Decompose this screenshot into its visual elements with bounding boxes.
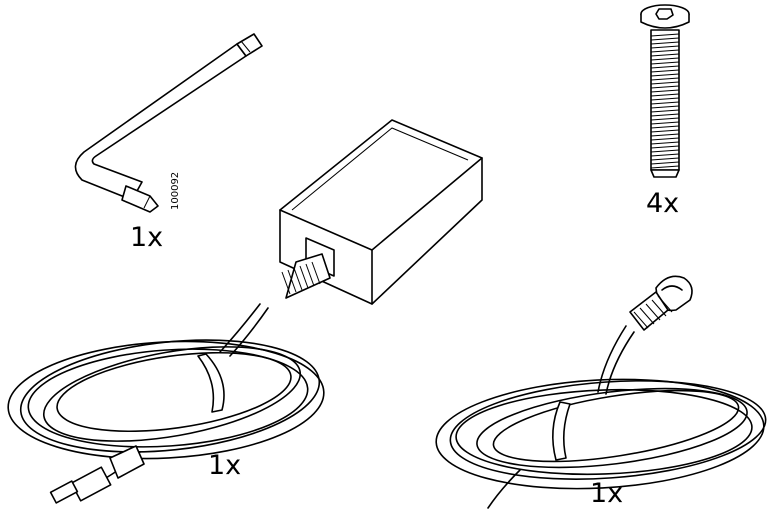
- adapter-quantity: 1x: [208, 450, 241, 481]
- part-number-label: 100092: [170, 172, 181, 210]
- adapter-cable-illustration: [7, 253, 331, 504]
- allen-key-illustration: [74, 33, 263, 213]
- screw-quantity: 4x: [646, 188, 679, 219]
- screw-illustration: [640, 4, 690, 178]
- allen-key-quantity: 1x: [130, 222, 163, 253]
- power-cord-illustration: [435, 275, 767, 509]
- power-cord-quantity: 1x: [590, 478, 623, 509]
